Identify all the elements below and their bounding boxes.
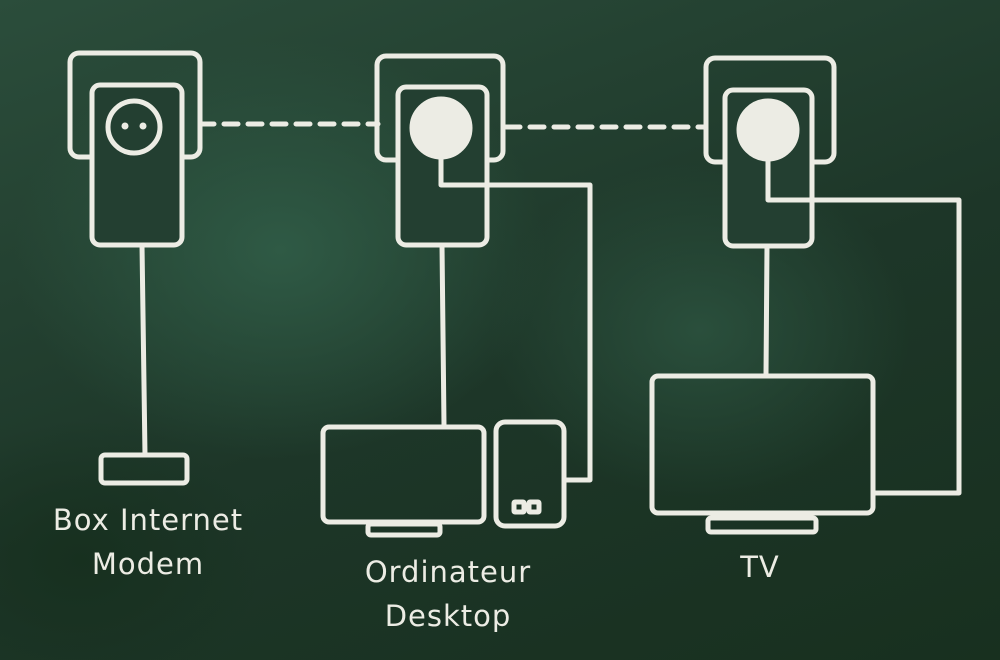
tower-button bbox=[526, 499, 542, 515]
device-label-box: Box Internet Modem bbox=[18, 498, 278, 586]
powerline-adapter-icon bbox=[67, 50, 203, 248]
device-group-desktop bbox=[320, 53, 593, 538]
monitor-stand bbox=[365, 521, 443, 538]
tv-icon bbox=[649, 373, 876, 535]
label-line: TV bbox=[740, 550, 780, 584]
socket-pin bbox=[139, 122, 147, 130]
monitor-screen bbox=[320, 424, 487, 525]
powerline-adapter-icon bbox=[374, 53, 506, 248]
label-line: Modem bbox=[91, 547, 205, 581]
powerline-adapter-icon bbox=[703, 55, 837, 249]
label-line: Box Internet bbox=[52, 503, 244, 537]
ethernet-cable bbox=[439, 242, 447, 428]
power-cable bbox=[765, 167, 962, 496]
desktop-tower-icon bbox=[493, 419, 567, 529]
label-line: Desktop bbox=[384, 599, 512, 633]
device-group-box bbox=[67, 50, 203, 486]
ethernet-cable bbox=[139, 242, 148, 458]
monitor-icon bbox=[320, 424, 487, 538]
modem-icon bbox=[98, 452, 190, 486]
plug-icon bbox=[736, 98, 800, 162]
ethernet-cable bbox=[763, 243, 770, 378]
tv-stand bbox=[705, 515, 819, 535]
tower-body bbox=[493, 419, 567, 529]
tower-button bbox=[511, 499, 527, 515]
device-group-tv bbox=[649, 55, 962, 535]
device-label-desktop: Ordinateur Desktop bbox=[318, 550, 578, 638]
tv-screen bbox=[649, 373, 876, 516]
plug-icon bbox=[409, 96, 473, 160]
adapter-body bbox=[89, 82, 185, 248]
passthrough-socket-icon bbox=[105, 98, 163, 156]
socket-pin bbox=[121, 122, 129, 130]
device-label-tv: TV bbox=[700, 545, 820, 589]
label-line: Ordinateur bbox=[364, 555, 532, 589]
power-cable bbox=[438, 165, 593, 483]
powerline-link bbox=[197, 121, 709, 130]
